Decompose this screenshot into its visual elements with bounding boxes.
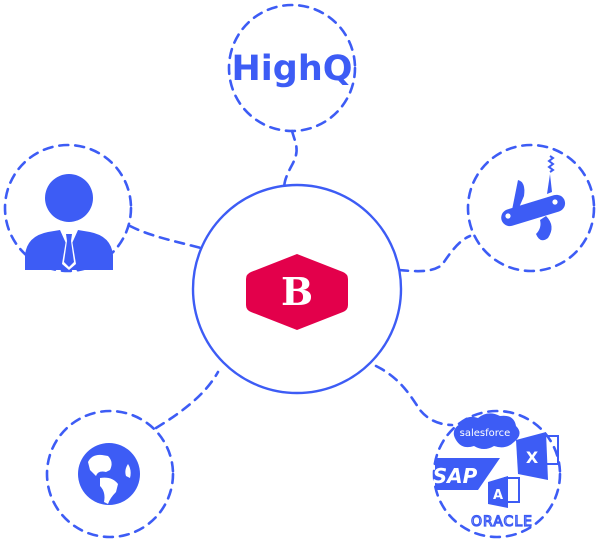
node-globe-circle bbox=[45, 409, 175, 539]
hub-logo-letter: B bbox=[281, 269, 313, 314]
node-highq-circle bbox=[227, 3, 357, 133]
node-person-circle bbox=[3, 143, 133, 273]
svg-text:X: X bbox=[526, 448, 539, 467]
globe-icon bbox=[78, 443, 140, 505]
connector-highq bbox=[282, 129, 298, 194]
oracle-logo: ORACLE bbox=[471, 514, 533, 530]
businessman-icon bbox=[25, 174, 113, 270]
node-tools-circle bbox=[466, 143, 596, 273]
hub-logo: B bbox=[246, 254, 348, 330]
connector-person bbox=[128, 224, 203, 250]
integrations-logos: salesforce SAP X A ORACLE bbox=[433, 413, 559, 531]
access-logo: A bbox=[488, 476, 520, 508]
salesforce-logo: salesforce bbox=[453, 413, 520, 449]
node-integrations-circle bbox=[432, 409, 562, 539]
connector-globe bbox=[154, 370, 220, 430]
excel-logo: X bbox=[516, 432, 559, 480]
swiss-army-knife-icon bbox=[501, 155, 566, 241]
svg-text:SAP: SAP bbox=[433, 464, 478, 488]
connector-integrations bbox=[374, 364, 454, 427]
svg-text:salesforce: salesforce bbox=[460, 428, 511, 439]
highq-logo-text: HighQ bbox=[231, 49, 352, 89]
sap-logo: SAP bbox=[433, 458, 500, 490]
connector-tools bbox=[397, 234, 472, 273]
svg-text:A: A bbox=[493, 488, 503, 503]
